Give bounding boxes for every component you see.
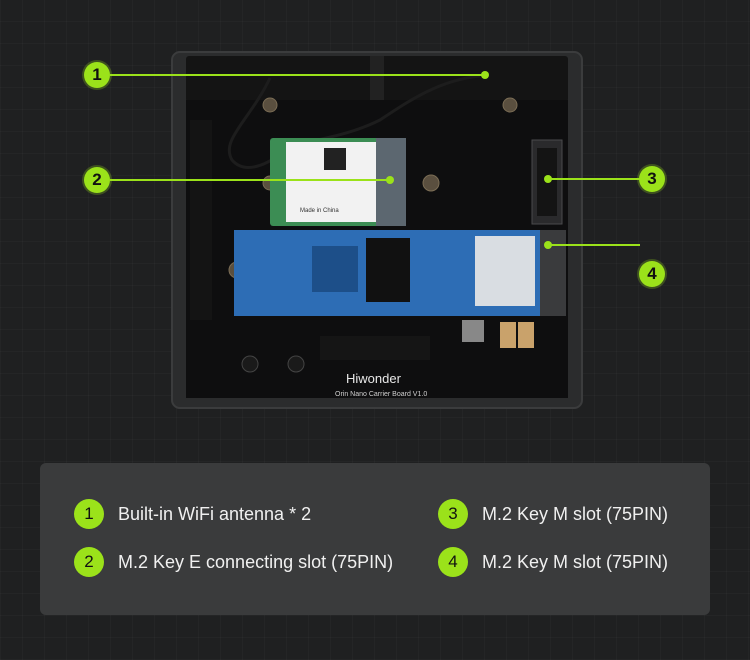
board-brand: Hiwonder [346, 371, 402, 386]
gpio-header [190, 120, 212, 320]
antenna-cable [227, 77, 286, 169]
carrier-board-photo: Made in China Hiwonder Orin Nano Carrier… [110, 51, 640, 409]
legend-text-4: M.2 Key M slot (75PIN) [482, 551, 669, 572]
callout-badge-1: 1 [84, 62, 110, 88]
wifi-module-label: Made in China [300, 208, 339, 214]
legend-item-2: 2 M.2 Key E connecting slot (75PIN) [74, 547, 393, 577]
wifi-module: Made in China [270, 138, 406, 226]
legend-text-2: M.2 Key E connecting slot (75PIN) [118, 551, 394, 572]
legend-number-1: 1 [74, 499, 104, 529]
screw [502, 97, 518, 113]
legend-item-1: 1 Built-in WiFi antenna * 2 [74, 499, 311, 529]
screw [262, 97, 278, 113]
legend-number-4: 4 [438, 547, 468, 577]
callout-dot-3 [544, 175, 552, 183]
callout-dot-1 [481, 71, 489, 79]
callout-dot-4 [544, 241, 552, 249]
legend-text-3: M.2 Key M slot (75PIN) [482, 503, 669, 524]
legend-item-3: 3 M.2 Key M slot (75PIN) [438, 499, 668, 529]
callout-badge-4: 4 [639, 261, 665, 287]
legend-item-4: 4 M.2 Key M slot (75PIN) [438, 547, 668, 577]
legend-number-3: 3 [438, 499, 468, 529]
callout-dot-2 [386, 176, 394, 184]
board-model: Orin Nano Carrier Board V1.0 [335, 391, 427, 398]
legend-text-1: Built-in WiFi antenna * 2 [118, 503, 312, 524]
callout-badge-2: 2 [84, 167, 110, 193]
board-image: Made in China Hiwonder Orin Nano Carrier… [84, 51, 665, 409]
legend-number-2: 2 [74, 547, 104, 577]
callout-badge-3: 3 [639, 166, 665, 192]
ssd-module [234, 230, 566, 316]
screw [422, 174, 440, 192]
legend-panel: 1 Built-in WiFi antenna * 2 2 M.2 Key E … [40, 463, 710, 615]
